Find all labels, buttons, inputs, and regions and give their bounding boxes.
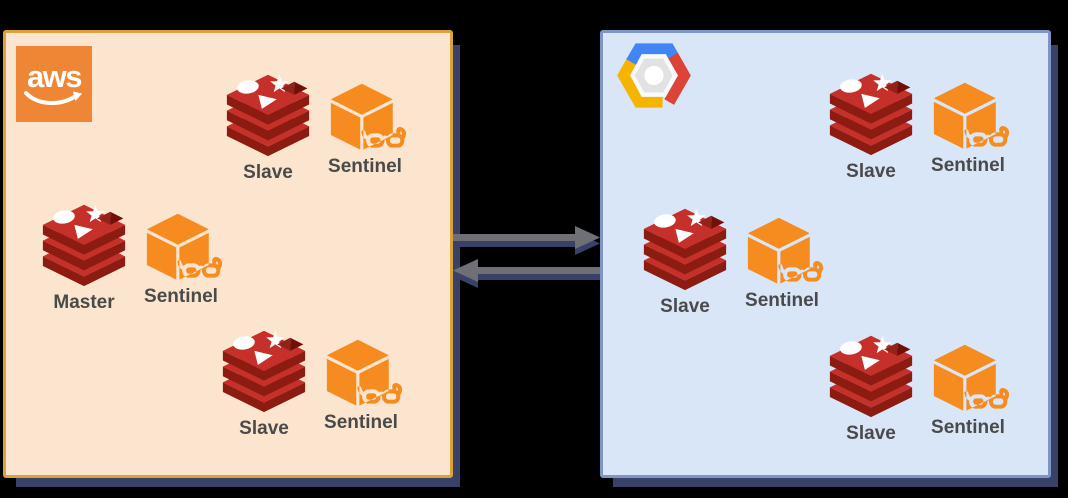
sentinel-icon [739,217,825,290]
redis-database-icon [827,334,915,418]
aws-logo: aws [16,46,92,122]
sentinel-node: Sentinel [318,329,404,434]
redis-node: Master [40,203,128,314]
redis-node: Slave [220,329,308,440]
aws-region: aws Slave Sentinel Master Sen [3,30,453,478]
sentinel-icon [138,213,224,286]
sentinel-node: Sentinel [925,334,1011,439]
redis-database-icon [40,203,128,287]
redis-node: Slave [641,207,729,318]
aws-logo-text: aws [26,58,83,94]
replication-arrows [453,226,600,282]
redis-database-icon [827,72,915,156]
redis-database-icon [224,73,312,157]
node-group-gcp-slave-middle: Slave Sentinel [641,207,825,318]
node-group-gcp-slave-bottom: Slave Sentinel [827,334,1011,445]
gcp-region: Slave Sentinel Slave Sentinel Slave [600,30,1051,478]
redis-node-label: Slave [660,296,710,317]
sentinel-node: Sentinel [138,203,224,308]
google-cloud-logo [617,43,691,108]
sentinel-icon [318,339,404,412]
sentinel-node-label: Sentinel [324,412,398,433]
redis-node: Slave [827,334,915,445]
sentinel-node-label: Sentinel [144,286,218,307]
node-group-aws-master: Master Sentinel [40,203,224,314]
redis-node-label: Slave [846,161,896,182]
sentinel-icon [925,82,1011,155]
replication-arrow-right [453,226,600,249]
sentinel-node-label: Sentinel [745,290,819,311]
redis-node-label: Slave [239,418,289,439]
redis-node-label: Slave [846,423,896,444]
redis-node-label: Master [53,292,115,313]
redis-node: Slave [224,73,312,184]
sentinel-node: Sentinel [739,207,825,312]
sentinel-node-label: Sentinel [931,417,1005,438]
replication-arrow-left [453,259,600,282]
redis-node: Slave [827,72,915,183]
sentinel-icon [322,83,408,156]
sentinel-icon [925,344,1011,417]
redis-database-icon [641,207,729,291]
aws-smile-icon [24,90,82,105]
sentinel-node-label: Sentinel [328,156,402,177]
sentinel-node: Sentinel [322,73,408,178]
sentinel-node-label: Sentinel [931,155,1005,176]
node-group-aws-slave-top: Slave Sentinel [224,73,408,184]
redis-database-icon [220,329,308,413]
redis-node-label: Slave [243,162,293,183]
node-group-gcp-slave-top: Slave Sentinel [827,72,1011,183]
node-group-aws-slave-bottom: Slave Sentinel [220,329,404,440]
sentinel-node: Sentinel [925,72,1011,177]
